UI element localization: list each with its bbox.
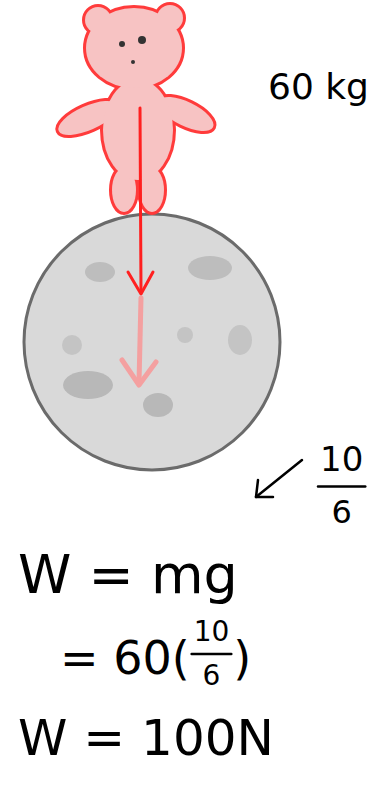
- weight-formula: W = mg: [18, 544, 238, 606]
- fraction-denominator: 6: [331, 494, 351, 531]
- equation-text: = 60(: [60, 632, 190, 685]
- pointer-arrow: [256, 460, 302, 497]
- weight-arrow: [122, 108, 156, 385]
- moon: [24, 214, 280, 470]
- weight-result: W = 100N: [18, 710, 274, 768]
- fraction-numerator: 10: [320, 440, 363, 479]
- fraction-numerator: 10: [194, 616, 230, 648]
- fraction-bar: [192, 653, 232, 656]
- bear: [54, 5, 218, 212]
- equation-text: ): [233, 632, 251, 685]
- fraction-bar: [318, 485, 365, 488]
- mass-label: 60 kg: [268, 66, 369, 107]
- fraction-denominator: 6: [203, 660, 221, 692]
